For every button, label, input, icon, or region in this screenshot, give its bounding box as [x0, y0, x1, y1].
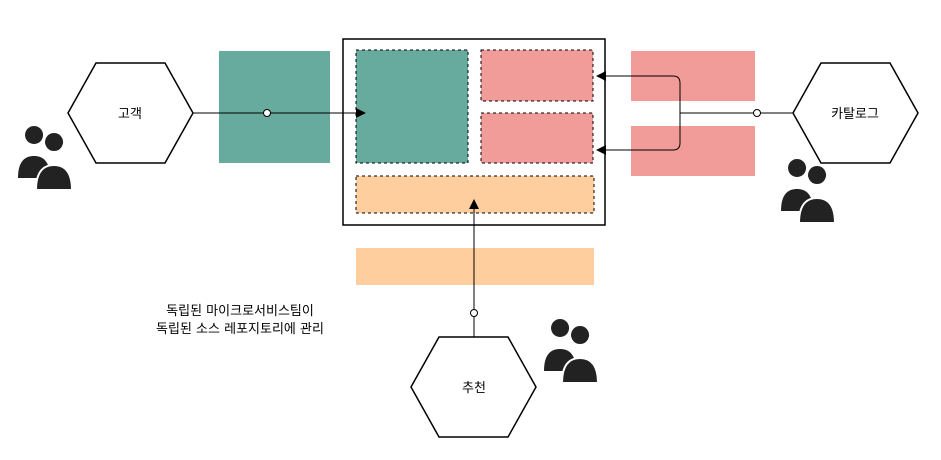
catalog-module-top	[480, 49, 594, 102]
recommend-code-block	[356, 248, 594, 285]
recommend-module	[355, 175, 595, 214]
catalog-team-icon	[780, 158, 836, 224]
catalog-module-bottom	[480, 112, 594, 164]
team-note: 독립된 마이크로서비스팀이 독립된 소스 레포지토리에 관리	[110, 303, 370, 339]
recommend-hexagon	[410, 336, 537, 438]
catalog-code-block-bottom	[631, 126, 755, 176]
customer-code-block	[219, 51, 330, 163]
catalog-hexagon	[792, 62, 919, 164]
customer-module	[355, 49, 469, 164]
customer-team-icon	[17, 125, 73, 191]
recommend-connector	[469, 199, 479, 337]
catalog-connector	[596, 71, 793, 155]
recommend-label: 추천	[462, 381, 486, 396]
customer-label: 고객	[118, 107, 142, 122]
team-note-line-2: 독립된 소스 레포지토리에 관리	[156, 322, 324, 337]
team-note-line-1: 독립된 마이크로서비스팀이	[166, 304, 314, 319]
catalog-label: 카탈로그	[831, 107, 879, 122]
customer-connector	[193, 108, 366, 118]
recommend-team-icon	[543, 318, 599, 384]
